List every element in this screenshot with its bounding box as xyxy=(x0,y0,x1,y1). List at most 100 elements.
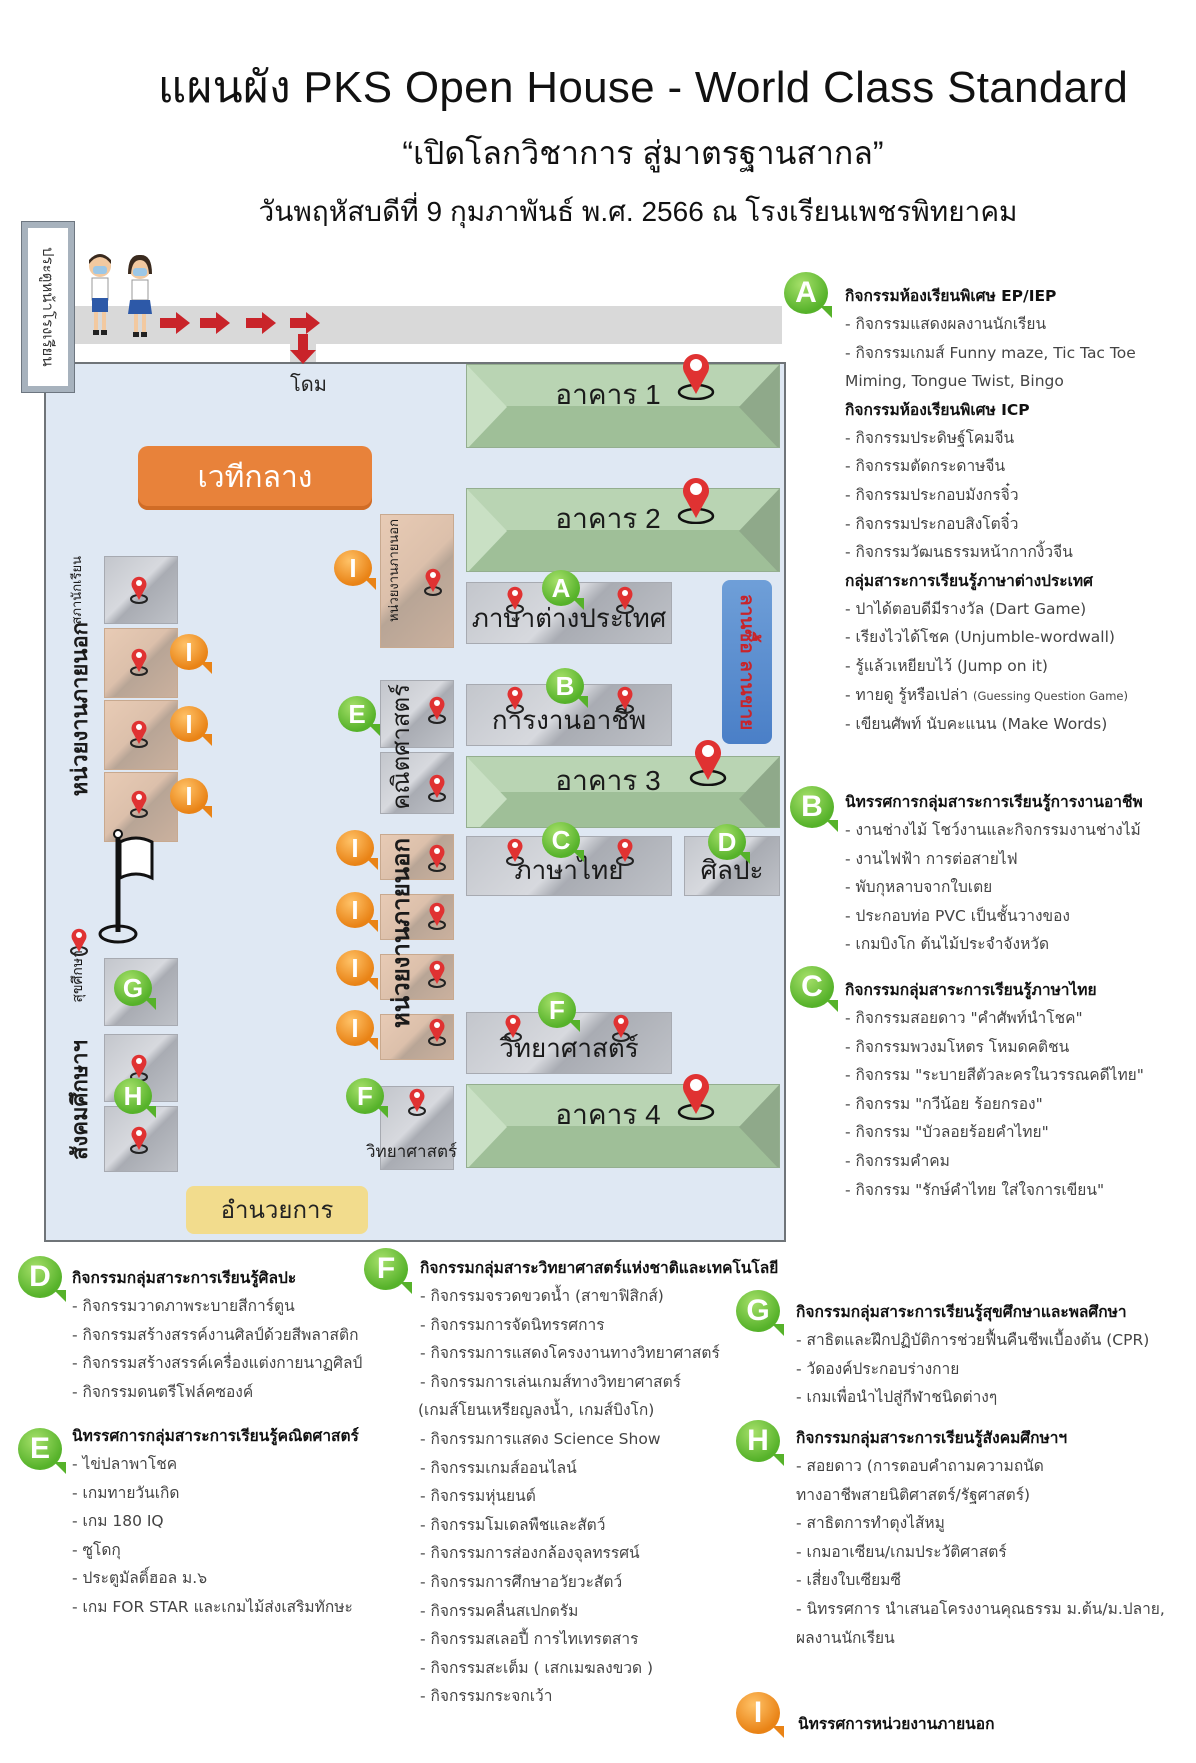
legend-item: - กิจกรรมการศึกษาอวัยวะสัตว์ xyxy=(420,1572,623,1591)
legend-badge-b: B xyxy=(790,786,838,832)
legend-heading: นิทรรศการกลุ่มสาระการเรียนรู้คณิตศาสตร์ xyxy=(72,1427,359,1445)
map-pin-icon xyxy=(677,1074,715,1120)
student-council-label: สภานักเรียน xyxy=(69,556,84,625)
market-label: ลานซื้อ ลานขาย xyxy=(736,593,758,731)
room-science-label: วิทยาศาสตร์ xyxy=(499,1033,639,1063)
map-marker-c[interactable]: C xyxy=(542,822,584,862)
legend-section-d: กิจกรรมกลุ่มสาระการเรียนรู้ศิลปะ - กิจกร… xyxy=(72,1264,362,1406)
legend-item: - กิจกรรมตัดกระดาษจีน xyxy=(845,457,1006,476)
map-pin-icon xyxy=(408,1088,426,1116)
legend-item: - ประตูมัลติ์ฮอล ม.๖ xyxy=(72,1569,208,1588)
dome-label: โดม xyxy=(290,372,327,396)
legend-item: - กิจกรรมกระจกเว้า xyxy=(420,1687,553,1706)
legend-item: ผลงานนักเรียน xyxy=(796,1628,895,1647)
map-pin-icon xyxy=(428,960,446,988)
external-agency-center-label: หน่วยงานภายนอก xyxy=(388,838,415,1029)
map-marker-a[interactable]: A xyxy=(542,570,584,610)
legend-heading: กิจกรรมกลุ่มสาระวิทยาศาสตร์แห่งชาติและเท… xyxy=(420,1259,779,1277)
arrow-right-icon xyxy=(200,312,230,334)
map-marker-f[interactable]: F xyxy=(346,1078,388,1118)
legend-item: - เรียงไวได้โชค (Unjumble-wordwall) xyxy=(845,628,1115,647)
legend-item: - นิทรรศการ นำเสนอโครงงานคุณธรรม ม.ต้น/ม… xyxy=(796,1599,1165,1618)
legend-section-b: นิทรรศการกลุ่มสาระการเรียนรู้การงานอาชีพ… xyxy=(845,788,1143,959)
map-marker-d[interactable]: D xyxy=(708,824,750,864)
health-label: สุขศึกษา xyxy=(69,950,85,1003)
legend-item: - กิจกรรมประกอบสิงโตจิ๋ว xyxy=(845,514,1019,533)
map-pin-icon xyxy=(506,686,524,714)
legend-badge-i: I xyxy=(736,1692,784,1738)
arrow-right-icon xyxy=(160,312,190,334)
administration-office: อำนวยการ xyxy=(186,1186,368,1234)
legend-heading: กิจกรรมกลุ่มสาระการเรียนรู้สังคมศึกษาฯ xyxy=(796,1429,1068,1447)
map-pin-icon xyxy=(616,838,634,866)
legend-item: - วัดองค์ประกอบร่างกาย xyxy=(796,1359,960,1378)
map-pin-icon xyxy=(424,568,442,596)
legend-item: - กิจกรรมสะเต็ม ( เสกเมฆลงขวด ) xyxy=(420,1658,654,1677)
map-marker-g[interactable]: G xyxy=(114,970,156,1010)
legend-item: - เกมทายวันเกิด xyxy=(72,1483,180,1502)
legend-badge-f: F xyxy=(364,1248,412,1294)
legend-heading: กิจกรรมกลุ่มสาระการเรียนรู้ศิลปะ xyxy=(72,1269,297,1287)
legend-item: - กิจกรรม "กวีน้อย ร้อยกรอง" xyxy=(845,1094,1043,1113)
map-pin-icon xyxy=(689,740,727,786)
map-marker-i[interactable]: I xyxy=(336,892,378,932)
map-marker-h[interactable]: H xyxy=(114,1078,156,1118)
room-thai-label: ภาษาไทย xyxy=(514,855,624,885)
map-marker-i[interactable]: I xyxy=(170,778,212,818)
legend-item: - เกม 180 IQ xyxy=(72,1512,164,1531)
central-stage: เวทีกลาง xyxy=(138,446,372,510)
map-pin-icon xyxy=(506,838,524,866)
legend-item: - กิจกรรมหุ่นยนต์ xyxy=(420,1487,536,1506)
map-pin-icon xyxy=(428,774,446,802)
legend-item: - รู้แล้วเหยียบไว้ (Jump on it) xyxy=(845,656,1048,675)
building-3-label: อาคาร 3 xyxy=(555,765,661,796)
legend-item: - กิจกรรมคำคม xyxy=(845,1151,950,1170)
legend-item: ทางอาชีพสายนิติศาสตร์/รัฐศาสตร์) xyxy=(796,1485,1031,1504)
legend-badge-g: G xyxy=(736,1290,784,1336)
legend-item: - งานไฟฟ้า การต่อสายไฟ xyxy=(845,849,1018,868)
external-agency-label: หน่วยงานภายนอก xyxy=(386,519,401,622)
map-marker-i[interactable]: I xyxy=(170,706,212,746)
student-boy-icon xyxy=(89,254,111,335)
gate-label: ประตูหน้าโรงเรียน xyxy=(39,247,57,367)
arrow-down-icon xyxy=(290,334,316,364)
entrance-road xyxy=(72,306,782,344)
legend-item: - ไข่ปลาพาโชค xyxy=(72,1455,178,1473)
legend-item: - กิจกรรมวัฒนธรรมหน้ากากงิ้วจีน xyxy=(845,543,1073,562)
map-marker-i[interactable]: I xyxy=(170,634,212,674)
map-pin-icon xyxy=(504,1014,522,1042)
math-label: คณิตศาสตร์ xyxy=(388,684,415,810)
map-marker-i[interactable]: I xyxy=(336,950,378,990)
legend-item: - กิจกรรม "บัวลอยร้อยคำไทย" xyxy=(845,1123,1049,1142)
legend-item: - กิจกรรม "ระบายสีตัวละครในวรรณคดีไทย" xyxy=(845,1066,1144,1085)
legend-item: - กิจกรรมสร้างสรรค์เครื่องแต่งกายนาฏศิลป… xyxy=(72,1354,363,1373)
legend-section-f: กิจกรรมกลุ่มสาระวิทยาศาสตร์แห่งชาติและเท… xyxy=(418,1254,779,1711)
map-marker-f[interactable]: F xyxy=(538,992,580,1032)
map-marker-i[interactable]: I xyxy=(336,1010,378,1050)
external-agency-booth-top: หน่วยงานภายนอก xyxy=(380,514,454,648)
page-title: แผนผัง PKS Open House - World Class Stan… xyxy=(157,63,1129,112)
legend-item: - กิจกรรมจรวดขวดน้ำ (สาขาฟิสิกส์) xyxy=(420,1287,664,1305)
legend-item: - สอยดาว (การตอบคำถามความถนัด xyxy=(796,1457,1044,1475)
legend-item: - ซูโดกุ xyxy=(72,1540,121,1559)
legend-item: - เกม FOR STAR และเกมไม้ส่งเสริมทักษะ xyxy=(72,1597,353,1616)
map-marker-b[interactable]: B xyxy=(546,668,588,708)
legend-item: - กิจกรรมการแสดงโครงงานทางวิทยาศาสตร์ xyxy=(420,1344,720,1363)
map-marker-i[interactable]: I xyxy=(334,550,376,590)
legend-item: - กิจกรรมประกอบมังกรจิ๋ว xyxy=(845,485,1019,504)
external-agency-left-label: หน่วยงานภายนอก xyxy=(67,622,92,797)
market-area: ลานซื้อ ลานขาย xyxy=(722,580,772,744)
legend-item: - กิจกรรมพวงมโหตร โหมดคติชน xyxy=(845,1037,1070,1056)
page-subtitle: “เปิดโลกวิชาการ สู่มาตรฐานสากล” xyxy=(402,135,884,171)
legend-item: - กิจกรรมโมเดลพืชและสัตว์ xyxy=(420,1515,606,1534)
map-marker-i[interactable]: I xyxy=(336,830,378,870)
room-art-label: ศิลปะ xyxy=(700,855,764,885)
legend-section-i: นิทรรศการหน่วยงานภายนอก xyxy=(798,1710,994,1738)
legend-item: - ทายดู รู้หรือเปล่า (Guessing Question … xyxy=(845,685,1128,704)
map-pin-icon xyxy=(677,478,715,524)
legend-heading: กิจกรรมกลุ่มสาระการเรียนรู้สุขศึกษาและพล… xyxy=(796,1303,1127,1321)
arrow-right-icon xyxy=(290,312,320,334)
science-small-label: วิทยาศาสตร์ xyxy=(366,1142,458,1162)
legend-item: - พับกุหลาบจากใบเตย xyxy=(845,878,993,897)
map-marker-e[interactable]: E xyxy=(338,696,380,736)
